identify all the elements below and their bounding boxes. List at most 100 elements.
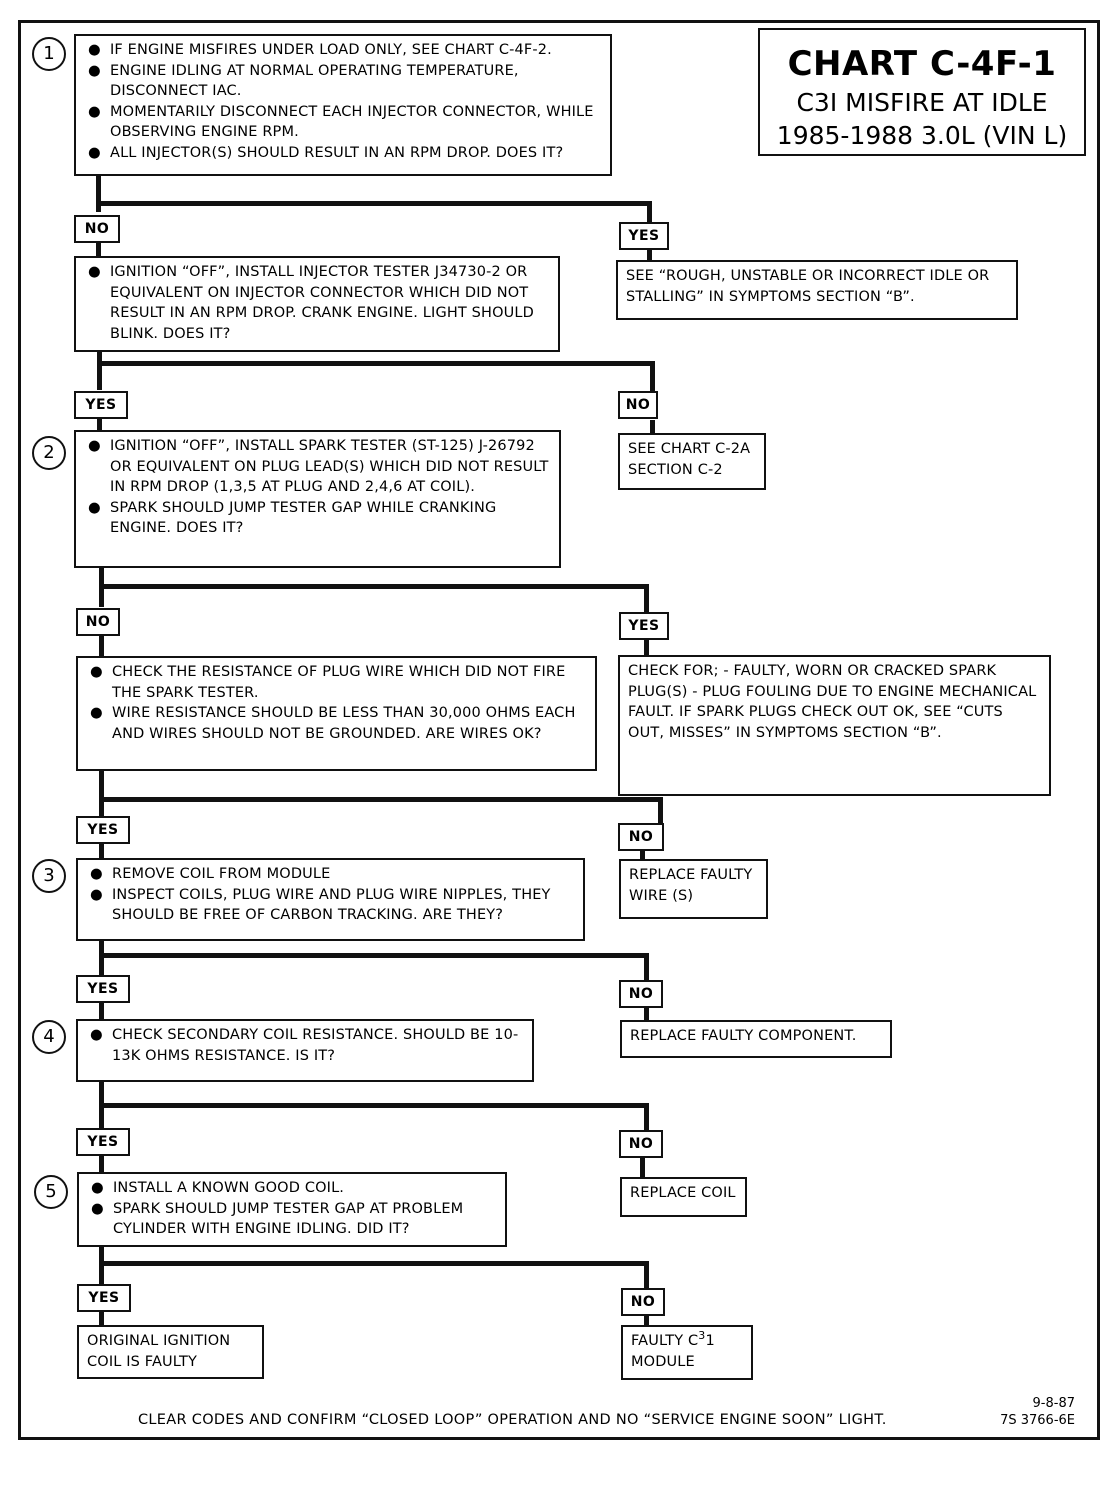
connector xyxy=(99,770,104,816)
label-no: NO xyxy=(619,1130,663,1158)
list-item: ●ALL INJECTOR(S) SHOULD RESULT IN AN RPM… xyxy=(84,143,604,164)
connector xyxy=(96,176,101,212)
label-yes: YES xyxy=(76,816,130,844)
item-text: SPARK SHOULD JUMP TESTER GAP AT PROBLEM … xyxy=(113,1200,464,1238)
chart-number: CHART C-4F-1 xyxy=(787,44,1057,84)
document-date: 9-8-87 xyxy=(1032,1396,1075,1411)
item-text: CHECK SECONDARY COIL RESISTANCE. SHOULD … xyxy=(112,1027,519,1064)
list-item: ●SPARK SHOULD JUMP TESTER GAP WHILE CRAN… xyxy=(84,498,553,539)
connector xyxy=(99,1246,104,1286)
label-yes: YES xyxy=(76,975,130,1003)
box-check-spark-plugs: CHECK FOR; - FAULTY, WORN OR CRACKED SPA… xyxy=(618,655,1051,796)
chart-subtitle: 1985-1988 3.0L (VIN L) xyxy=(776,121,1068,150)
item-text: INSPECT COILS, PLUG WIRE AND PLUG WIRE N… xyxy=(112,886,551,924)
item-text: WIRE RESISTANCE SHOULD BE LESS THAN 30,0… xyxy=(112,705,576,742)
box-see-chart-c2a: SEE CHART C-2A SECTION C-2 xyxy=(618,433,766,490)
connector xyxy=(97,361,655,366)
connector xyxy=(99,953,649,958)
step-2-marker: 2 xyxy=(32,436,66,470)
item-text: IGNITION “OFF”, INSTALL SPARK TESTER (ST… xyxy=(110,438,549,496)
bullet-icon: ● xyxy=(88,264,101,280)
item-text: ENGINE IDLING AT NORMAL OPERATING TEMPER… xyxy=(110,62,519,100)
label-no: NO xyxy=(76,608,120,636)
step-1-marker: 1 xyxy=(32,37,66,71)
connector xyxy=(96,243,101,259)
list-item: ●CHECK THE RESISTANCE OF PLUG WIRE WHICH… xyxy=(86,662,589,703)
bullet-icon: ● xyxy=(90,866,103,882)
label-no: NO xyxy=(618,391,658,419)
title-block: CHART C-4F-1 C3I MISFIRE AT IDLE 1985-19… xyxy=(758,28,1086,156)
list-item: ● CHECK SECONDARY COIL RESISTANCE. SHOULD… xyxy=(86,1025,526,1066)
list-item: ●INSPECT COILS, PLUG WIRE AND PLUG WIRE … xyxy=(86,885,577,926)
module-label-suffix: 1 xyxy=(705,1333,715,1349)
bullet-icon: ● xyxy=(88,42,101,58)
list-item: ● REMOVE COIL FROM MODULE xyxy=(86,864,577,885)
connector xyxy=(99,1155,104,1173)
module-label-prefix: FAULTY C xyxy=(631,1333,699,1349)
item-text: ALL INJECTOR(S) SHOULD RESULT IN AN RPM … xyxy=(110,144,564,161)
box-spark-tester: ● IGNITION “OFF”, INSTALL SPARK TESTER (S… xyxy=(74,430,561,568)
list-item: ● ENGINE IDLING AT NORMAL OPERATING TEMPE… xyxy=(84,61,604,102)
list-item: ● IF ENGINE MISFIRES UNDER LOAD ONLY, SEE… xyxy=(84,40,604,61)
item-text: IGNITION “OFF”, INSTALL INJECTOR TESTER … xyxy=(110,264,534,342)
bullet-icon: ● xyxy=(88,499,101,516)
list-item: ●IGNITION “OFF”, INSTALL SPARK TESTER (S… xyxy=(84,436,553,498)
connector xyxy=(650,361,655,391)
connector xyxy=(99,1312,104,1326)
connector xyxy=(644,1103,649,1133)
label-yes: YES xyxy=(77,1284,131,1312)
footer-note: CLEAR CODES AND CONFIRM “CLOSED LOOP” OP… xyxy=(138,1412,887,1428)
chart-title: C3I MISFIRE AT IDLE xyxy=(796,88,1048,117)
item-text: MOMENTARILY DISCONNECT EACH INJECTOR CON… xyxy=(110,103,594,141)
connector xyxy=(99,797,663,802)
connector xyxy=(644,584,649,614)
module-label-line2: MODULE xyxy=(631,1354,695,1370)
box-inspect-coils: ● REMOVE COIL FROM MODULE ●INSPECT COILS,… xyxy=(76,858,585,941)
label-yes: YES xyxy=(74,391,128,419)
connector xyxy=(644,953,649,983)
connector xyxy=(96,201,652,206)
item-text: IF ENGINE MISFIRES UNDER LOAD ONLY, SEE … xyxy=(110,42,552,58)
bullet-icon: ● xyxy=(88,103,101,120)
label-yes: YES xyxy=(619,612,669,640)
list-item: ●WIRE RESISTANCE SHOULD BE LESS THAN 30,… xyxy=(86,703,589,744)
bullet-icon: ● xyxy=(91,1180,104,1196)
step-4-marker: 4 xyxy=(32,1020,66,1054)
module-superscript: 3 xyxy=(698,1329,706,1343)
label-yes: YES xyxy=(619,222,669,250)
item-text: REMOVE COIL FROM MODULE xyxy=(112,866,331,882)
document-code: 9-8-87 7S 3766-6E xyxy=(975,1395,1075,1429)
connector xyxy=(97,350,102,390)
outer-frame xyxy=(18,20,1100,1440)
document-number: 7S 3766-6E xyxy=(1000,1413,1075,1428)
step-3-marker: 3 xyxy=(32,859,66,893)
box-original-coil-faulty: ORIGINAL IGNITION COIL IS FAULTY xyxy=(77,1325,264,1379)
bullet-icon: ● xyxy=(91,1200,104,1217)
connector xyxy=(658,797,663,823)
connector xyxy=(647,250,652,264)
connector xyxy=(640,850,645,862)
bullet-icon: ● xyxy=(88,62,101,79)
connector xyxy=(644,1315,649,1327)
bullet-icon: ● xyxy=(90,1027,103,1043)
connector xyxy=(99,940,104,976)
label-no: NO xyxy=(618,823,664,851)
box-replace-coil: REPLACE COIL xyxy=(620,1177,747,1217)
connector xyxy=(647,201,652,223)
connector xyxy=(99,1003,104,1019)
box-plug-wire-resistance: ●CHECK THE RESISTANCE OF PLUG WIRE WHICH… xyxy=(76,656,597,771)
connector xyxy=(99,844,104,860)
label-no: NO xyxy=(621,1288,665,1316)
step-5-marker: 5 xyxy=(34,1175,68,1209)
item-text: CHECK THE RESISTANCE OF PLUG WIRE WHICH … xyxy=(112,664,566,701)
connector xyxy=(99,1261,649,1266)
label-no: NO xyxy=(74,215,120,243)
connector xyxy=(99,1103,649,1108)
connector xyxy=(650,420,655,436)
list-item: ● INSTALL A KNOWN GOOD COIL. xyxy=(87,1178,499,1199)
box-faulty-c3i-module: FAULTY C31 MODULE xyxy=(621,1325,753,1380)
connector xyxy=(99,636,104,656)
item-text: INSTALL A KNOWN GOOD COIL. xyxy=(113,1180,345,1196)
box-replace-faulty-wire: REPLACE FAULTY WIRE (S) xyxy=(619,859,768,919)
